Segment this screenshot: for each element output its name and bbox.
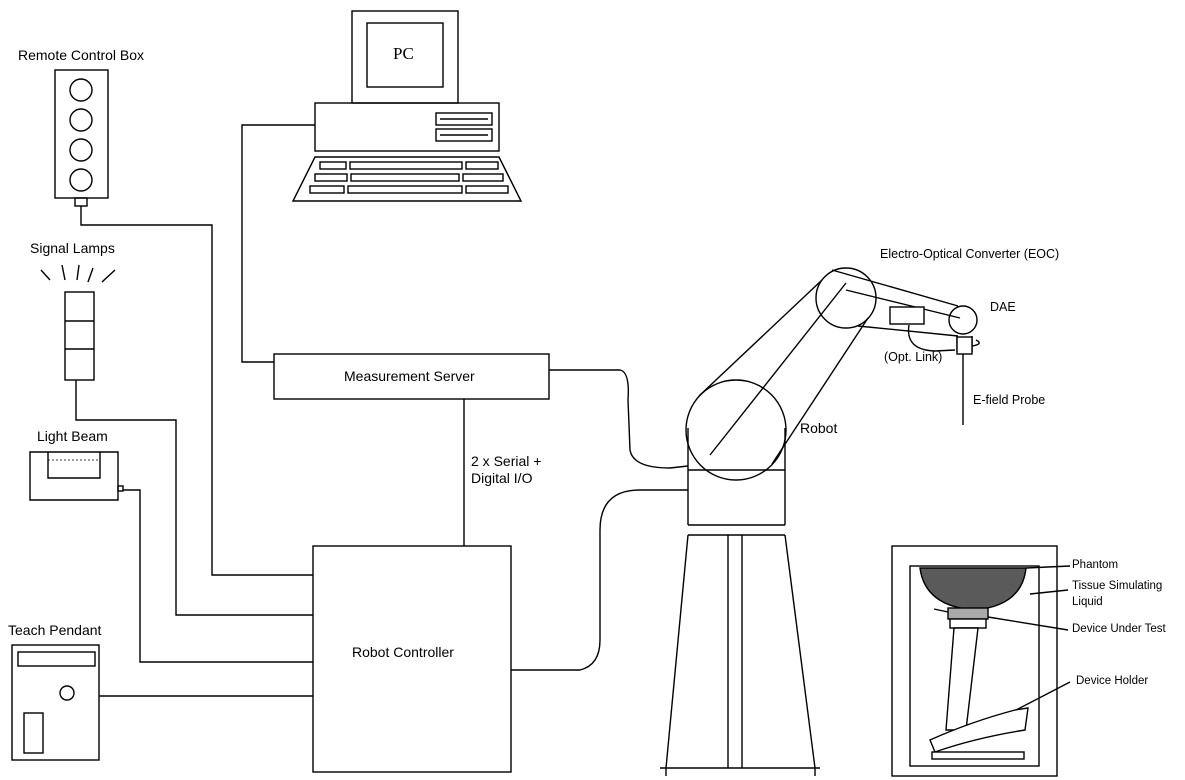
- light-beam: [29, 451, 124, 501]
- remote-control-box-label: Remote Control Box: [18, 47, 145, 63]
- eoc-label: Electro-Optical Converter (EOC): [880, 247, 1060, 261]
- efield-probe-label: E-field Probe: [973, 393, 1046, 407]
- pc-label: PC: [393, 44, 414, 63]
- serial-label-line1: 2 x Serial +: [471, 453, 542, 469]
- pc: [291, 10, 523, 202]
- signal-lamps-label: Signal Lamps: [30, 240, 115, 256]
- light-beam-label: Light Beam: [37, 428, 108, 444]
- robot-controller-label: Robot Controller: [352, 644, 454, 660]
- measurement-server-box: [273, 353, 550, 400]
- opt-link-label: (Opt. Link): [884, 350, 943, 364]
- teach-pendant-label: Teach Pendant: [8, 622, 102, 638]
- robot: [660, 267, 980, 776]
- phantom-enclosure: [891, 545, 1071, 777]
- tissue-label-line1: Tissue Simulating: [1072, 580, 1163, 592]
- serial-label-line2: Digital I/O: [471, 470, 533, 486]
- signal-lamps: [40, 264, 116, 381]
- robot-controller-box: [312, 545, 512, 773]
- dae-label: DAE: [990, 300, 1016, 314]
- connection-wires: [75, 124, 689, 697]
- phantom-label: Phantom: [1072, 559, 1119, 571]
- tissue-label-line2: Liquid: [1072, 596, 1103, 608]
- teach-pendant: [11, 644, 100, 761]
- remote-control-box: [54, 69, 109, 207]
- device-holder-label: Device Holder: [1076, 675, 1149, 687]
- measurement-server-label: Measurement Server: [344, 368, 475, 384]
- robot-label: Robot: [800, 420, 838, 436]
- device-under-test-label: Device Under Test: [1072, 623, 1166, 635]
